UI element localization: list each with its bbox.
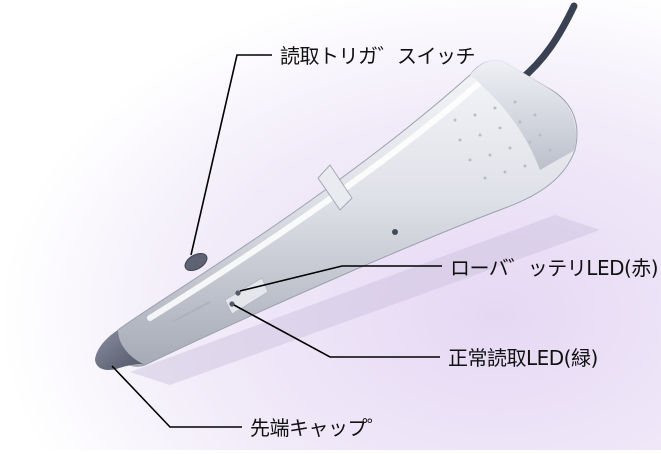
label-tip-cap: 先端キャップ゜ [250, 416, 387, 440]
leader-low-battery-led [239, 265, 442, 292]
leader-lines [111, 54, 442, 428]
trigger-switch [184, 252, 208, 272]
pen-shadow [130, 215, 600, 385]
label-low-battery-led: ローバ゛ッテリLED(赤) [450, 256, 659, 280]
pen-hole [392, 229, 398, 235]
leader-trigger-switch [190, 54, 272, 256]
grip-texture [453, 100, 552, 180]
leader-normal-read-led [233, 304, 440, 358]
pen-seam-band [317, 164, 353, 211]
led-low-battery [235, 290, 241, 296]
cable [516, 2, 578, 84]
pen-slot [171, 301, 211, 323]
led-normal-read [229, 301, 235, 307]
pen-highlight [147, 81, 481, 321]
pen-top-cap [470, 59, 577, 170]
leader-tip-cap [111, 365, 242, 428]
label-normal-read-led: 正常読取LED(緑) [448, 346, 598, 370]
label-trigger-switch: 読取トリガ゛スイッチ [280, 44, 476, 68]
tip-cap [95, 330, 145, 370]
